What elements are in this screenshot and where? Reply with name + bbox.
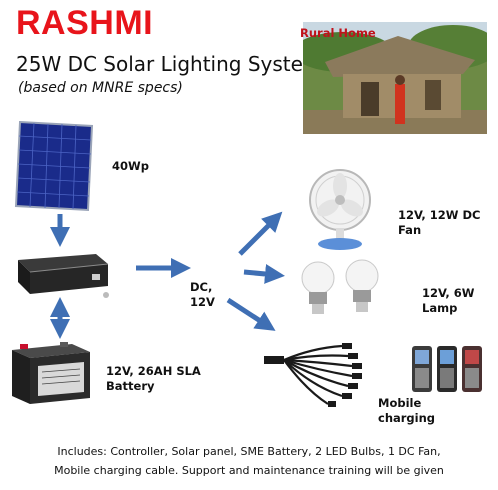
fan-label: 12V, 12W DC Fan bbox=[398, 208, 480, 238]
panel-label: 40Wp bbox=[112, 159, 149, 173]
arrow-to-lamp bbox=[243, 264, 285, 284]
arrow-to-mobile bbox=[226, 297, 276, 331]
mobile-label-line2: charging bbox=[378, 411, 436, 425]
solar-panel-image bbox=[14, 120, 94, 212]
battery-label-line2: Battery bbox=[106, 379, 155, 393]
rural-home-photo bbox=[303, 22, 487, 134]
fan-label-line1: 12V, 12W DC bbox=[398, 208, 481, 222]
lamp-label-line1: 12V, 6W bbox=[422, 286, 475, 300]
fan-label-line2: Fan bbox=[398, 223, 422, 237]
controller-indicator bbox=[103, 292, 109, 298]
controller-output-label: DC, 12V bbox=[190, 280, 215, 310]
spec-note: (based on MNRE specs) bbox=[18, 80, 183, 96]
mobile-label: Mobile charging bbox=[378, 396, 435, 426]
controller-image bbox=[14, 250, 110, 298]
battery-label-line1: 12V, 26AH SLA bbox=[106, 364, 201, 378]
lamp-label-line2: Lamp bbox=[422, 301, 458, 315]
lamp-label: 12V, 6W Lamp bbox=[422, 286, 474, 316]
dc-fan-image bbox=[306, 168, 376, 252]
subtitle: 25W DC Solar Lighting System bbox=[16, 52, 323, 76]
controller-output-line2: 12V bbox=[190, 295, 215, 309]
page-title: RASHMI bbox=[16, 4, 154, 42]
led-bulbs-image bbox=[298, 258, 384, 322]
arrow-to-fan bbox=[238, 211, 283, 256]
includes-line1: Includes: Controller, Solar panel, SME B… bbox=[57, 445, 441, 458]
rural-home-label: Rural Home bbox=[300, 26, 376, 40]
battery-label: 12V, 26AH SLA Battery bbox=[106, 364, 201, 394]
controller-output-line1: DC, bbox=[190, 280, 213, 294]
mobile-phones-image bbox=[410, 344, 484, 394]
includes-line2: Mobile charging cable. Support and maint… bbox=[54, 464, 444, 477]
mobile-label-line1: Mobile bbox=[378, 396, 422, 410]
battery-image bbox=[10, 340, 92, 406]
mobile-charging-cable-image bbox=[262, 338, 382, 410]
